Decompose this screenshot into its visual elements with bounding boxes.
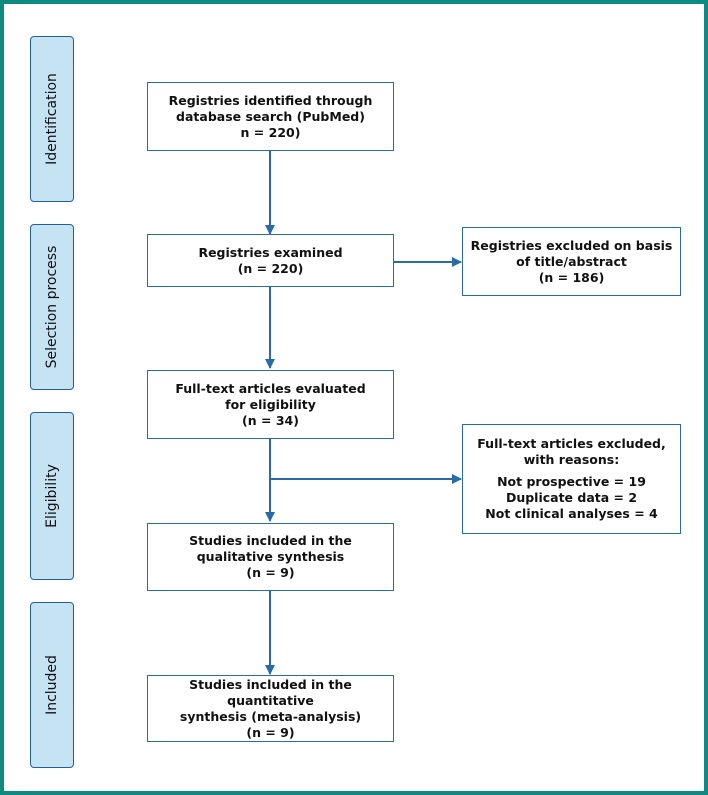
box-line: (n = 220)	[237, 260, 304, 276]
box-line: Duplicate data = 2	[505, 490, 638, 505]
box-line: Studies included in the quantitative	[189, 676, 352, 708]
box-registries-excluded: Registries excluded on basis of title/ab…	[462, 227, 681, 296]
box-line: of title/abstract	[516, 253, 627, 269]
box-line: for eligibility	[225, 396, 316, 412]
stage-included: Included	[30, 602, 74, 768]
connector-arrows	[265, 151, 462, 675]
box-line: Registries examined	[198, 244, 343, 260]
box-line: Not prospective = 19	[497, 474, 646, 489]
box-fulltext-evaluated: Full-text articles evaluated for eligibi…	[147, 370, 394, 439]
box-line: Full-text articles evaluated	[175, 380, 366, 396]
box-line: (n = 9)	[246, 724, 295, 740]
box-line: Registries identified through	[168, 92, 373, 108]
box-fulltext-excluded: Full-text articles excluded, with reason…	[462, 424, 681, 534]
box-line: synthesis (meta-analysis)	[179, 708, 362, 724]
box-line: Full-text articles excluded,	[477, 436, 666, 451]
stage-eligibility: Eligibility	[30, 412, 74, 580]
box-registries-examined: Registries examined (n = 220)	[147, 234, 394, 287]
box-line: with reasons:	[523, 452, 620, 467]
box-quantitative-synthesis: Studies included in the quantitative syn…	[147, 675, 394, 742]
box-qualitative-synthesis: Studies included in the qualitative synt…	[147, 523, 394, 591]
box-line: qualitative synthesis	[196, 549, 345, 564]
stage-selection: Selection process	[30, 224, 74, 390]
box-line: Not clinical analyses = 4	[485, 506, 658, 521]
box-line: (n = 9)	[246, 565, 295, 580]
stage-identification: Identification	[30, 36, 74, 202]
box-registries-identified: Registries identified through database s…	[147, 82, 394, 151]
box-line: Studies included in the	[189, 533, 352, 548]
box-line: n = 220)	[240, 124, 301, 140]
box-line: database search (PubMed)	[176, 108, 365, 124]
box-line: (n = 186)	[538, 269, 605, 285]
box-line: (n = 34)	[242, 412, 299, 428]
box-line: Registries excluded on basis	[470, 237, 673, 253]
